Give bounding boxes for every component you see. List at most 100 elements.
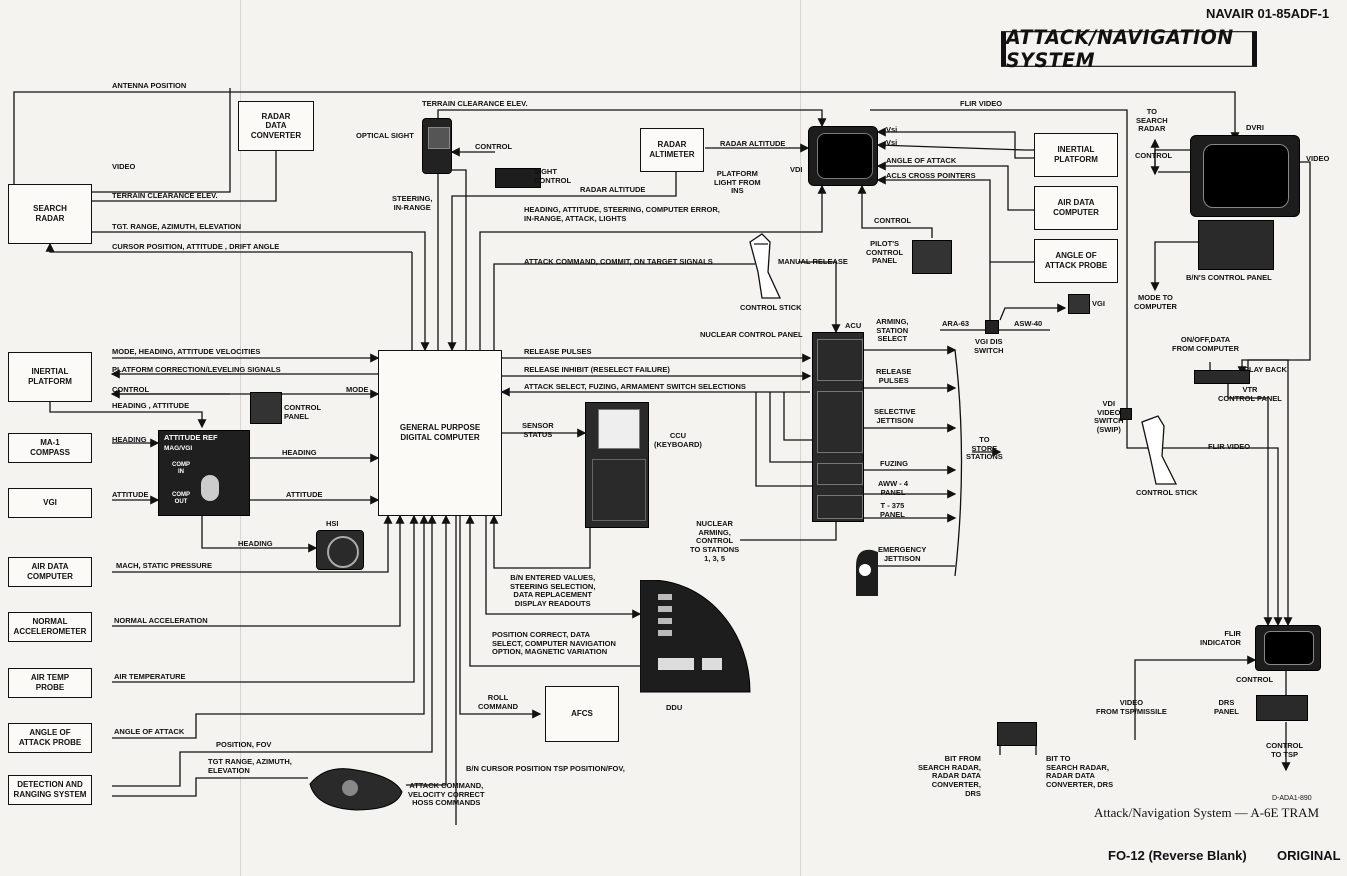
bn-control-panel-label: B/N'S CONTROL PANEL bbox=[1186, 273, 1272, 282]
control-panel-label: CONTROL PANEL bbox=[284, 403, 322, 421]
heading-attitude-label: HEADING , ATTITUDE bbox=[112, 401, 190, 410]
attack-command-hoss-label: ATTACK COMMAND, VELOCITY CORRECT HOSS CO… bbox=[408, 781, 485, 808]
flir-video-label: FLIR VIDEO bbox=[1208, 442, 1251, 451]
platform-light-label: PLATFORM LIGHT FROM INS bbox=[714, 169, 761, 196]
vsi-label: Vsi bbox=[886, 138, 898, 147]
mode-label: MODE bbox=[346, 385, 369, 394]
radar-altitude-label: RADAR ALTITUDE bbox=[720, 139, 786, 148]
figure-id: D-ADA1-890 bbox=[1272, 795, 1312, 802]
attitude-label: ATTITUDE bbox=[286, 490, 323, 499]
vdi-display-icon bbox=[808, 126, 878, 186]
control-stick-icon bbox=[749, 233, 782, 299]
ddu-panel-icon bbox=[640, 580, 751, 693]
attack-command-label: ATTACK COMMAND, COMMIT, ON TARGET SIGNAL… bbox=[524, 257, 713, 266]
mode-to-computer-label: MODE TO COMPUTER bbox=[1134, 293, 1177, 311]
figure-caption: Attack/Navigation System — A-6E TRAM bbox=[1094, 805, 1320, 820]
vdi-label: VDI bbox=[790, 165, 803, 174]
attitude-ref-title: ATTITUDE REF bbox=[164, 433, 218, 442]
control-label: CONTROL bbox=[475, 142, 513, 151]
bit-from-label: BIT FROM SEARCH RADAR, RADAR DATA CONVER… bbox=[918, 754, 981, 798]
page-reference: FO-12 (Reverse Blank) bbox=[1108, 848, 1247, 863]
attitude-ref-panel-icon bbox=[158, 430, 250, 516]
emergency-jettison-label: EMERGENCY JETTISON bbox=[878, 545, 927, 563]
steering-inrange-label: STEERING, IN-RANGE bbox=[392, 194, 433, 212]
hand-controller-icon bbox=[309, 768, 403, 811]
antenna-position-label: ANTENNA POSITION bbox=[112, 81, 187, 90]
bn-entered-label: B/N ENTERED VALUES, STEERING SELECTION, … bbox=[510, 573, 596, 608]
acu-panel-icon bbox=[812, 332, 864, 522]
manual-release-label: MANUAL RELEASE bbox=[778, 257, 848, 266]
nuclear-control-panel-label: NUCLEAR CONTROL PANEL bbox=[700, 330, 803, 339]
pilots-control-panel-label: PILOT'S CONTROL PANEL bbox=[866, 239, 904, 266]
mode-heading-label: MODE, HEADING, ATTITUDE VELOCITIES bbox=[112, 347, 261, 356]
vtr-control-panel-label: VTR CONTROL PANEL bbox=[1218, 385, 1282, 403]
control-label: CONTROL bbox=[1135, 151, 1173, 160]
video-label: VIDEO bbox=[1306, 154, 1330, 163]
angle-of-attack-label: ANGLE OF ATTACK bbox=[886, 156, 957, 165]
control-stick-label: CONTROL STICK bbox=[740, 303, 802, 312]
to-store-stations-label: TO STORE STATIONS bbox=[966, 435, 1003, 462]
ccu-label: CCU (KEYBOARD) bbox=[654, 431, 702, 449]
status-label: ORIGINAL bbox=[1277, 848, 1341, 863]
heading-label: HEADING bbox=[282, 448, 317, 457]
pilots-control-panel-icon bbox=[912, 240, 952, 274]
flir-video-label: FLIR VIDEO bbox=[960, 99, 1003, 108]
bn-control-panel-icon bbox=[1198, 220, 1274, 270]
release-pulses-label: RELEASE PULSES bbox=[524, 347, 592, 356]
control-label: CONTROL bbox=[874, 216, 912, 225]
control-stick-label: CONTROL STICK bbox=[1136, 488, 1198, 497]
attack-select-label: ATTACK SELECT, FUZING, ARMAMENT SWITCH S… bbox=[524, 382, 746, 391]
air-data-computer-box: AIR DATA COMPUTER bbox=[1034, 186, 1118, 230]
ma1-compass-box: MA-1 COMPASS bbox=[8, 433, 92, 463]
bit-panel-icon bbox=[997, 722, 1037, 746]
tgt-range-label: TGT RANGE, AZIMUTH, ELEVATION bbox=[208, 757, 292, 775]
vsi-label: Vsi bbox=[886, 125, 898, 134]
attitude-label: ATTITUDE bbox=[112, 490, 149, 499]
emergency-jettison-handle-icon bbox=[856, 549, 878, 596]
mag-vgi-label: MAG/VGI bbox=[164, 445, 193, 452]
air-temp-probe-box: AIR TEMP PROBE bbox=[8, 668, 92, 698]
inertial-platform-box: INERTIAL PLATFORM bbox=[1034, 133, 1118, 177]
tgt-range-label: TGT. RANGE, AZIMUTH, ELEVATION bbox=[112, 222, 242, 231]
arming-station-label: ARMING, STATION SELECT bbox=[876, 317, 909, 344]
angle-of-attack-label: ANGLE OF ATTACK bbox=[114, 727, 185, 736]
mach-static-label: MACH, STATIC PRESSURE bbox=[116, 561, 212, 570]
sight-control-label: SIGHT CONTROL bbox=[534, 167, 572, 185]
vtr-panel-icon bbox=[1194, 370, 1250, 384]
nuclear-arming-label: NUCLEAR ARMING, CONTROL TO STATIONS 1, 3… bbox=[690, 519, 740, 563]
video-label: VIDEO bbox=[112, 162, 136, 171]
ins-control-panel-icon bbox=[250, 392, 282, 424]
dvri-display-icon bbox=[1190, 135, 1300, 217]
hsi-label: HSI bbox=[326, 519, 339, 528]
vgi-box: VGI bbox=[8, 488, 92, 518]
vgi-label: VGI bbox=[1092, 299, 1105, 308]
asw40-label: ASW-40 bbox=[1014, 319, 1043, 328]
normal-accelerometer-box: NORMAL ACCELEROMETER bbox=[8, 612, 92, 642]
selective-jettison-label: SELECTIVE JETTISON bbox=[874, 407, 916, 425]
cursor-position-label: CURSOR POSITION, ATTITUDE , DRIFT ANGLE bbox=[112, 242, 280, 251]
bit-to-label: BIT TO SEARCH RADAR, RADAR DATA CONVERTE… bbox=[1046, 754, 1114, 789]
platform-correction-label: PLATFORM CORRECTION/LEVELING SIGNALS bbox=[112, 365, 281, 374]
general-purpose-computer-box: GENERAL PURPOSE DIGITAL COMPUTER bbox=[378, 350, 502, 516]
control-to-tsp-label: CONTROL TO TSP bbox=[1266, 741, 1304, 759]
inertial-platform-box: INERTIAL PLATFORM bbox=[8, 352, 92, 402]
position-fov-label: POSITION, FOV bbox=[216, 740, 272, 749]
optical-sight-label: OPTICAL SIGHT bbox=[356, 131, 414, 140]
optical-sight-icon bbox=[422, 118, 452, 174]
heading-label: HEADING bbox=[112, 435, 147, 444]
vgi-indicator-icon bbox=[1068, 294, 1090, 314]
air-temperature-label: AIR TEMPERATURE bbox=[114, 672, 186, 681]
to-search-radar-label: TO SEARCH RADAR bbox=[1136, 107, 1168, 134]
ddu-label: DDU bbox=[666, 703, 683, 712]
flir-indicator-icon bbox=[1255, 625, 1321, 671]
sight-control-panel-icon bbox=[495, 168, 541, 188]
air-data-computer-box: AIR DATA COMPUTER bbox=[8, 557, 92, 587]
comp-in-label: COMP IN bbox=[172, 462, 190, 475]
dvri-label: DVRI bbox=[1246, 123, 1264, 132]
radar-data-converter-box: RADAR DATA CONVERTER bbox=[238, 101, 314, 151]
normal-acceleration-label: NORMAL ACCELERATION bbox=[114, 616, 208, 625]
terrain-clearance-label: TERRAIN CLEARANCE ELEV. bbox=[422, 99, 528, 108]
aww4-panel-label: AWW - 4 PANEL bbox=[878, 479, 908, 497]
drs-panel-icon bbox=[1256, 695, 1308, 721]
